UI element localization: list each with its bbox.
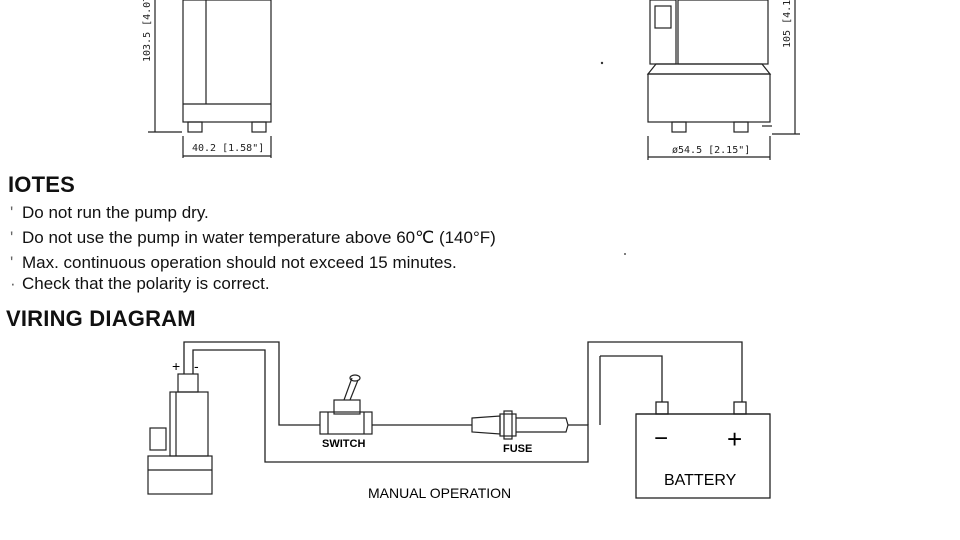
wiring-lines (183, 341, 743, 463)
right-height-dimension: 105 [4.1 (782, 0, 793, 48)
scan-speck (624, 253, 626, 255)
note-item: ' Do not run the pump dry. (10, 203, 209, 223)
bullet-mark: ' (10, 203, 14, 222)
manual-operation-caption: MANUAL OPERATION (368, 485, 511, 501)
scan-speck (600, 61, 604, 65)
switch-label: SWITCH (322, 438, 365, 450)
right-pump-dimension-drawing (646, 0, 800, 160)
notes-heading: IOTES (8, 172, 76, 197)
note-text: Do not use the pump in water temperature… (22, 228, 496, 247)
bullet-mark: ' (10, 253, 14, 272)
left-height-dimension: 103.5 [4.07 (142, 0, 153, 62)
note-text: Max. continuous operation should not exc… (22, 253, 457, 272)
bullet-mark: ' (10, 228, 14, 247)
battery-plus-terminal: + (727, 424, 742, 454)
note-item: ' Max. continuous operation should not ex… (10, 253, 457, 273)
fuse-label: FUSE (503, 443, 532, 455)
bullet-mark: · (10, 274, 16, 293)
battery-label: BATTERY (664, 472, 737, 489)
wiring-diagram-heading: VIRING DIAGRAM (6, 306, 196, 331)
note-text: Do not run the pump dry. (22, 203, 209, 222)
note-text: Check that the polarity is correct. (22, 274, 270, 293)
pump-symbol (147, 373, 213, 495)
battery-minus-terminal: − (654, 425, 668, 452)
fuse-symbol (471, 410, 569, 440)
battery-symbol (635, 401, 771, 499)
left-pump-dimension-drawing (148, 0, 272, 158)
pump-minus-terminal: - (194, 358, 199, 374)
right-width-dimension: ø54.5 [2.15"] (672, 145, 750, 156)
toggle-switch-symbol (319, 374, 373, 435)
left-width-dimension: 40.2 [1.58"] (192, 143, 264, 154)
note-item: · Check that the polarity is correct. (10, 274, 270, 294)
pump-plus-terminal: + (172, 358, 180, 374)
note-item: ' Do not use the pump in water temperatur… (10, 228, 496, 248)
